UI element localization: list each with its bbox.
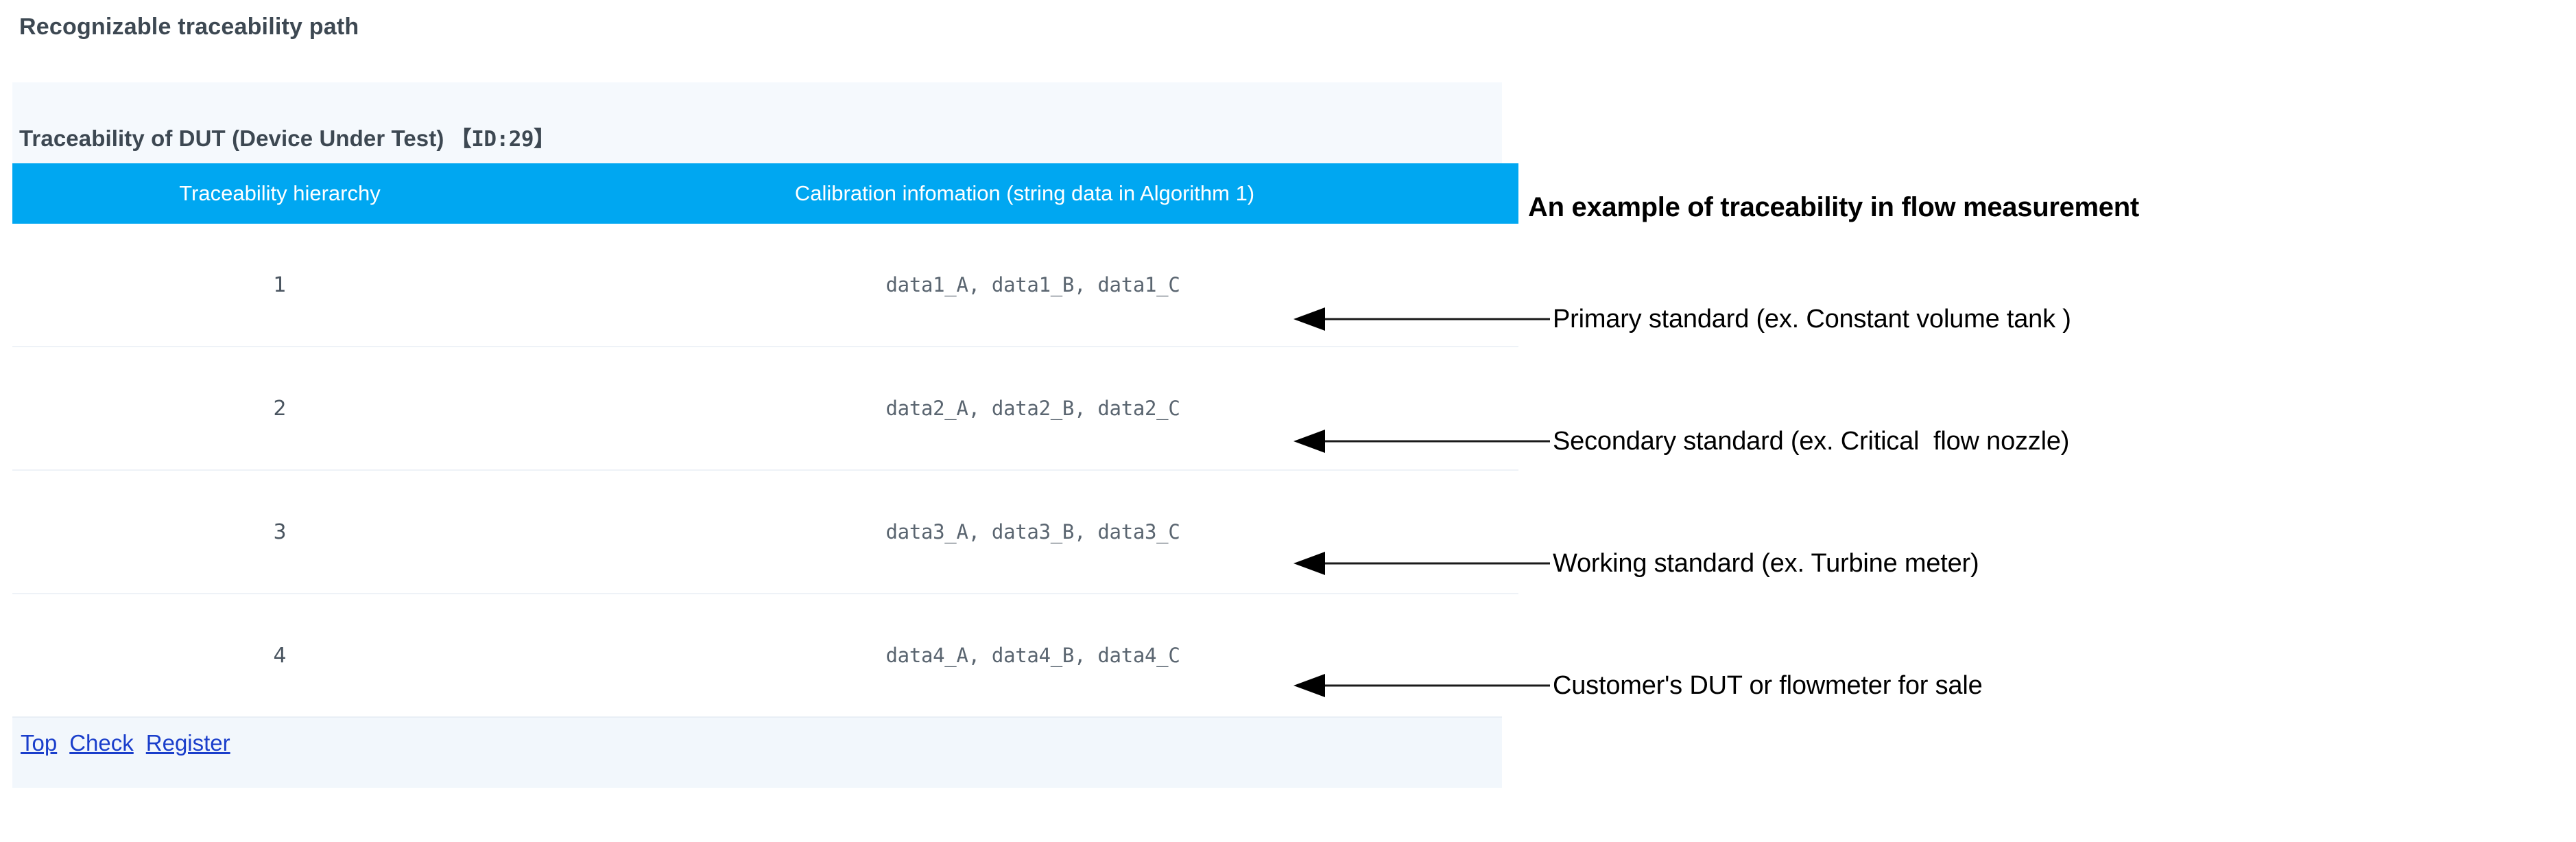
cell-calibration: data2_A, data2_B, data2_C [547, 347, 1518, 471]
panel-titlebar: Traceability of DUT (Device Under Test) … [12, 82, 1502, 163]
traceability-table: Traceability hierarchy Calibration infom… [12, 163, 1518, 716]
annotation-row-working: Working standard (ex. Turbine meter) [1289, 543, 2565, 584]
table-row[interactable]: 4 data4_A, data4_B, data4_C [12, 594, 1518, 716]
link-top[interactable]: Top [21, 730, 58, 756]
annotation-label: Secondary standard (ex. Critical flow no… [1553, 427, 2070, 456]
table-row[interactable]: 2 data2_A, data2_B, data2_C [12, 347, 1518, 471]
panel-footer: Top Check Register [12, 716, 1502, 788]
column-header-hierarchy[interactable]: Traceability hierarchy [12, 163, 547, 224]
annotation-label: Working standard (ex. Turbine meter) [1553, 549, 1979, 578]
annotation-label: Customer's DUT or flowmeter for sale [1553, 671, 1983, 700]
cell-calibration: data1_A, data1_B, data1_C [547, 224, 1518, 347]
left-arrow-icon [1293, 430, 1550, 453]
cell-calibration: data4_A, data4_B, data4_C [547, 594, 1518, 716]
cell-hierarchy: 4 [12, 594, 547, 716]
cell-calibration: data3_A, data3_B, data3_C [547, 470, 1518, 594]
traceability-panel: Traceability of DUT (Device Under Test) … [12, 82, 1518, 788]
table-head: Traceability hierarchy Calibration infom… [12, 163, 1518, 224]
cell-hierarchy: 1 [12, 224, 547, 347]
table-header-row: Traceability hierarchy Calibration infom… [12, 163, 1518, 224]
panel-title: Traceability of DUT (Device Under Test) … [19, 121, 555, 163]
annotation-row-customer: Customer's DUT or flowmeter for sale [1289, 665, 2565, 706]
table-body: 1 data1_A, data1_B, data1_C 2 data2_A, d… [12, 224, 1518, 716]
left-arrow-icon [1293, 552, 1550, 575]
panel-title-main: Traceability of DUT (Device Under Test) [19, 126, 444, 151]
left-arrow-icon [1293, 674, 1550, 697]
panel-title-id: 【ID:29】 [450, 127, 555, 152]
annotation-row-secondary: Secondary standard (ex. Critical flow no… [1289, 421, 2565, 462]
table-row[interactable]: 1 data1_A, data1_B, data1_C [12, 224, 1518, 347]
link-check[interactable]: Check [69, 730, 134, 756]
page-title: Recognizable traceability path [19, 14, 359, 40]
table-row[interactable]: 3 data3_A, data3_B, data3_C [12, 470, 1518, 594]
annotation-title: An example of traceability in flow measu… [1528, 192, 2139, 222]
link-register[interactable]: Register [145, 730, 230, 756]
cell-hierarchy: 3 [12, 470, 547, 594]
annotation-label: Primary standard (ex. Constant volume ta… [1553, 305, 2071, 334]
column-header-calibration[interactable]: Calibration infomation (string data in A… [547, 163, 1518, 224]
cell-hierarchy: 2 [12, 347, 547, 471]
annotation-row-primary: Primary standard (ex. Constant volume ta… [1289, 299, 2565, 340]
left-arrow-icon [1293, 307, 1550, 331]
